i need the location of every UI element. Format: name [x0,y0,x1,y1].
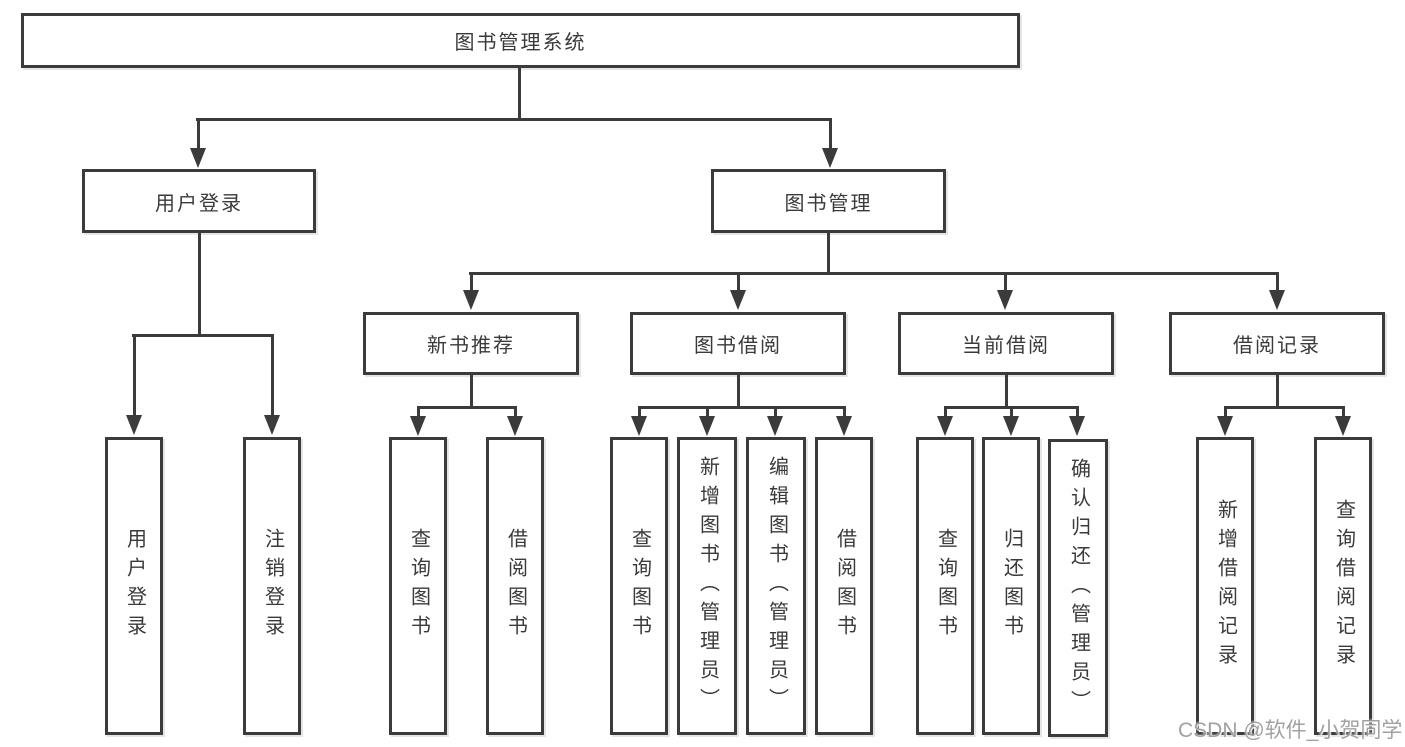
leaf-logout: 注销登录 [243,437,301,735]
node-label: 借阅记录 [1233,335,1321,357]
csdn-watermark: CSDN @软件_小贺同学 [1178,719,1403,742]
arrow-down-icon [1003,416,1019,436]
connector-line [518,68,521,120]
leaf-borrow-books-recommend: 借阅图书 [486,437,544,735]
connector-line [1224,406,1345,409]
connector-line [133,334,136,416]
connector-line [638,406,846,409]
connector-line [417,406,420,418]
arrow-down-icon [1335,416,1351,436]
arrow-down-icon [631,416,647,436]
connector-line [1076,406,1079,418]
node-user-login: 用户登录 [82,169,316,233]
leaf-add-borrow-record: 新增借阅记录 [1196,437,1254,735]
connector-line [737,272,740,292]
leaf-edit-book-admin: 编辑图书（管理员） [746,437,806,735]
leaf-label: 新增图书（管理员） [696,455,719,717]
connector-line [1010,406,1013,418]
connector-line [1276,272,1279,292]
connector-line [469,272,1279,275]
connector-line [196,118,832,121]
leaf-query-books-current: 查询图书 [916,437,974,735]
arrow-down-icon [126,415,142,435]
connector-line [829,118,832,150]
node-label: 用户登录 [155,192,243,215]
connector-line [514,406,517,418]
node-root-label: 图书管理系统 [454,32,587,54]
leaf-label: 编辑图书（管理员） [765,455,788,717]
connector-line [470,375,473,408]
arrow-down-icon [1069,416,1085,436]
arrow-down-icon [699,416,715,436]
connector-line [271,334,274,416]
node-label: 图书借阅 [694,335,782,357]
leaf-label: 查询借阅记录 [1332,499,1355,673]
leaf-confirm-return-admin: 确认归还（管理员） [1048,439,1108,737]
arrow-down-icon [507,416,523,436]
connector-line [706,406,709,418]
node-root: 图书管理系统 [21,13,1020,68]
leaf-query-books-borrowing: 查询图书 [610,437,668,735]
connector-line [944,406,947,418]
connector-line [774,406,777,418]
leaf-user-login: 用户登录 [105,437,163,735]
node-book-borrowing: 图书借阅 [630,312,846,375]
leaf-label: 查询图书 [407,528,430,644]
leaf-label: 用户登录 [123,528,146,644]
node-label: 当前借阅 [962,335,1050,357]
node-new-book-recommendation: 新书推荐 [363,312,579,375]
arrow-down-icon [463,290,479,310]
node-book-management: 图书管理 [711,169,946,233]
connector-line [1005,375,1008,408]
leaf-borrow-books-borrowing: 借阅图书 [815,437,873,735]
connector-line [198,233,201,336]
connector-line [1342,406,1345,418]
node-current-borrowing: 当前借阅 [898,312,1114,375]
leaf-label: 归还图书 [1000,528,1023,644]
connector-line [1004,272,1007,292]
arrow-down-icon [822,148,838,168]
connector-line [827,233,830,274]
leaf-query-books-recommend: 查询图书 [389,437,447,735]
leaf-query-borrow-record: 查询借阅记录 [1314,437,1372,735]
connector-line [470,272,473,292]
connector-line [1224,406,1227,418]
arrow-down-icon [1269,290,1285,310]
arrow-down-icon [767,416,783,436]
arrow-down-icon [937,416,953,436]
arrow-down-icon [410,416,426,436]
leaf-label: 借阅图书 [833,528,856,644]
leaf-return-book: 归还图书 [982,437,1040,735]
leaf-label: 注销登录 [261,528,284,644]
node-label: 新书推荐 [427,335,515,357]
connector-line [638,406,641,418]
arrow-down-icon [264,415,280,435]
arrow-down-icon [730,290,746,310]
leaf-label: 查询图书 [934,528,957,644]
node-label: 图书管理 [784,192,873,215]
connector-line [417,406,517,409]
arrow-down-icon [836,416,852,436]
node-borrowing-records: 借阅记录 [1169,312,1385,375]
connector-line [1276,375,1279,408]
arrow-down-icon [190,148,206,168]
leaf-label: 确认归还（管理员） [1067,457,1090,719]
arrow-down-icon [997,290,1013,310]
connector-line [197,118,200,150]
connector-line [132,334,274,337]
leaf-label: 查询图书 [628,528,651,644]
connector-line [737,375,740,408]
arrow-down-icon [1217,416,1233,436]
leaf-label: 借阅图书 [504,528,527,644]
connector-line [843,406,846,418]
leaf-add-book-admin: 新增图书（管理员） [677,437,737,735]
leaf-label: 新增借阅记录 [1214,499,1237,673]
